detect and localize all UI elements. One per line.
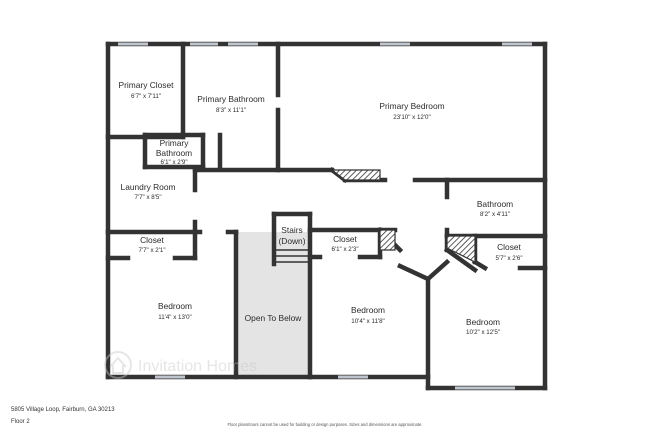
room-bedroom-middle: Bedroom 10'4" x 11'8": [351, 305, 385, 325]
hatch-closet-middle: [379, 229, 396, 251]
room-name-line-2: Bathroom: [156, 148, 192, 158]
room-bedroom-left: Bedroom 11'4" x 13'0": [158, 301, 192, 321]
room-dimensions: 5'7" x 2'6": [495, 255, 522, 262]
room-laundry-room: Laundry Room 7'7" x 8'5": [121, 182, 176, 201]
room-dimensions: 7'7" x 8'5": [134, 194, 161, 201]
watermark-text: Invitation Homes: [138, 358, 257, 375]
hatch-hall: [330, 169, 381, 181]
room-stairs: Stairs (Down): [279, 225, 306, 246]
walls: [105, 41, 548, 391]
room-dimensions: 11'4" x 13'0": [158, 314, 191, 321]
room-dimensions: 8'3" x 11'1": [216, 107, 246, 114]
room-open-to-below: Open To Below: [245, 313, 303, 323]
room-closet-right: Closet 5'7" x 2'6": [495, 242, 522, 262]
room-bedroom-right: Bedroom 10'2" x 12'5": [466, 317, 500, 336]
room-dimensions: 10'4" x 11'8": [351, 318, 384, 325]
room-name: Primary Closet: [119, 80, 175, 90]
room-dimensions: 6'1" x 2'9": [160, 159, 187, 166]
room-name: Bedroom: [158, 301, 192, 311]
room-dimensions: 10'2" x 12'5": [466, 329, 500, 336]
room-name: Laundry Room: [121, 182, 176, 192]
room-name-line-2: (Down): [279, 236, 306, 246]
room-name: Closet: [333, 234, 357, 244]
room-bathroom: Bathroom 8'2" x 4'11": [477, 199, 513, 218]
room-primary-closet: Primary Closet 6'7" x 7'11": [119, 80, 175, 100]
room-primary-bathroom-main: Primary Bathroom 8'3" x 11'1": [197, 94, 265, 114]
property-address: 5805 Village Loop, Fairburn, GA 30213: [11, 407, 115, 413]
room-closet-left: Closet 7'7" x 2'1": [138, 235, 165, 254]
room-name-line-1: Primary: [160, 138, 190, 148]
room-dimensions: 7'7" x 2'1": [138, 247, 165, 254]
windows: [118, 42, 532, 390]
room-name: Bedroom: [466, 317, 500, 327]
room-name: Primary Bedroom: [379, 101, 444, 111]
room-name: Closet: [140, 235, 164, 245]
room-name: Bedroom: [351, 305, 385, 315]
stair-treads: [276, 249, 308, 263]
room-name: Bathroom: [477, 199, 513, 209]
room-dimensions: 8'2" x 4'11": [480, 211, 510, 218]
room-closet-middle: Closet 6'1" x 2'3": [331, 234, 358, 253]
room-dimensions: 6'1" x 2'3": [331, 246, 358, 253]
watermark-logo: Invitation Homes: [104, 351, 257, 379]
room-dimensions: 6'7" x 7'11": [131, 93, 161, 100]
room-name: Closet: [497, 242, 521, 252]
room-labels: Primary Closet 6'7" x 7'11" Primary Bath…: [119, 80, 523, 336]
room-name-line-1: Stairs: [281, 225, 302, 235]
room-primary-bathroom-small: Primary Bathroom 6'1" x 2'9": [156, 138, 192, 166]
room-primary-bedroom: Primary Bedroom 23'10" x 12'0": [379, 101, 444, 121]
room-dimensions: 23'10" x 12'0": [393, 114, 430, 121]
room-name: Open To Below: [245, 313, 303, 323]
disclaimer: Floor plans/tours cannot be used for bui…: [227, 422, 423, 427]
floor-label: Floor 2: [11, 419, 30, 425]
room-name: Primary Bathroom: [197, 94, 265, 104]
hatch-closet-right: [446, 235, 476, 263]
